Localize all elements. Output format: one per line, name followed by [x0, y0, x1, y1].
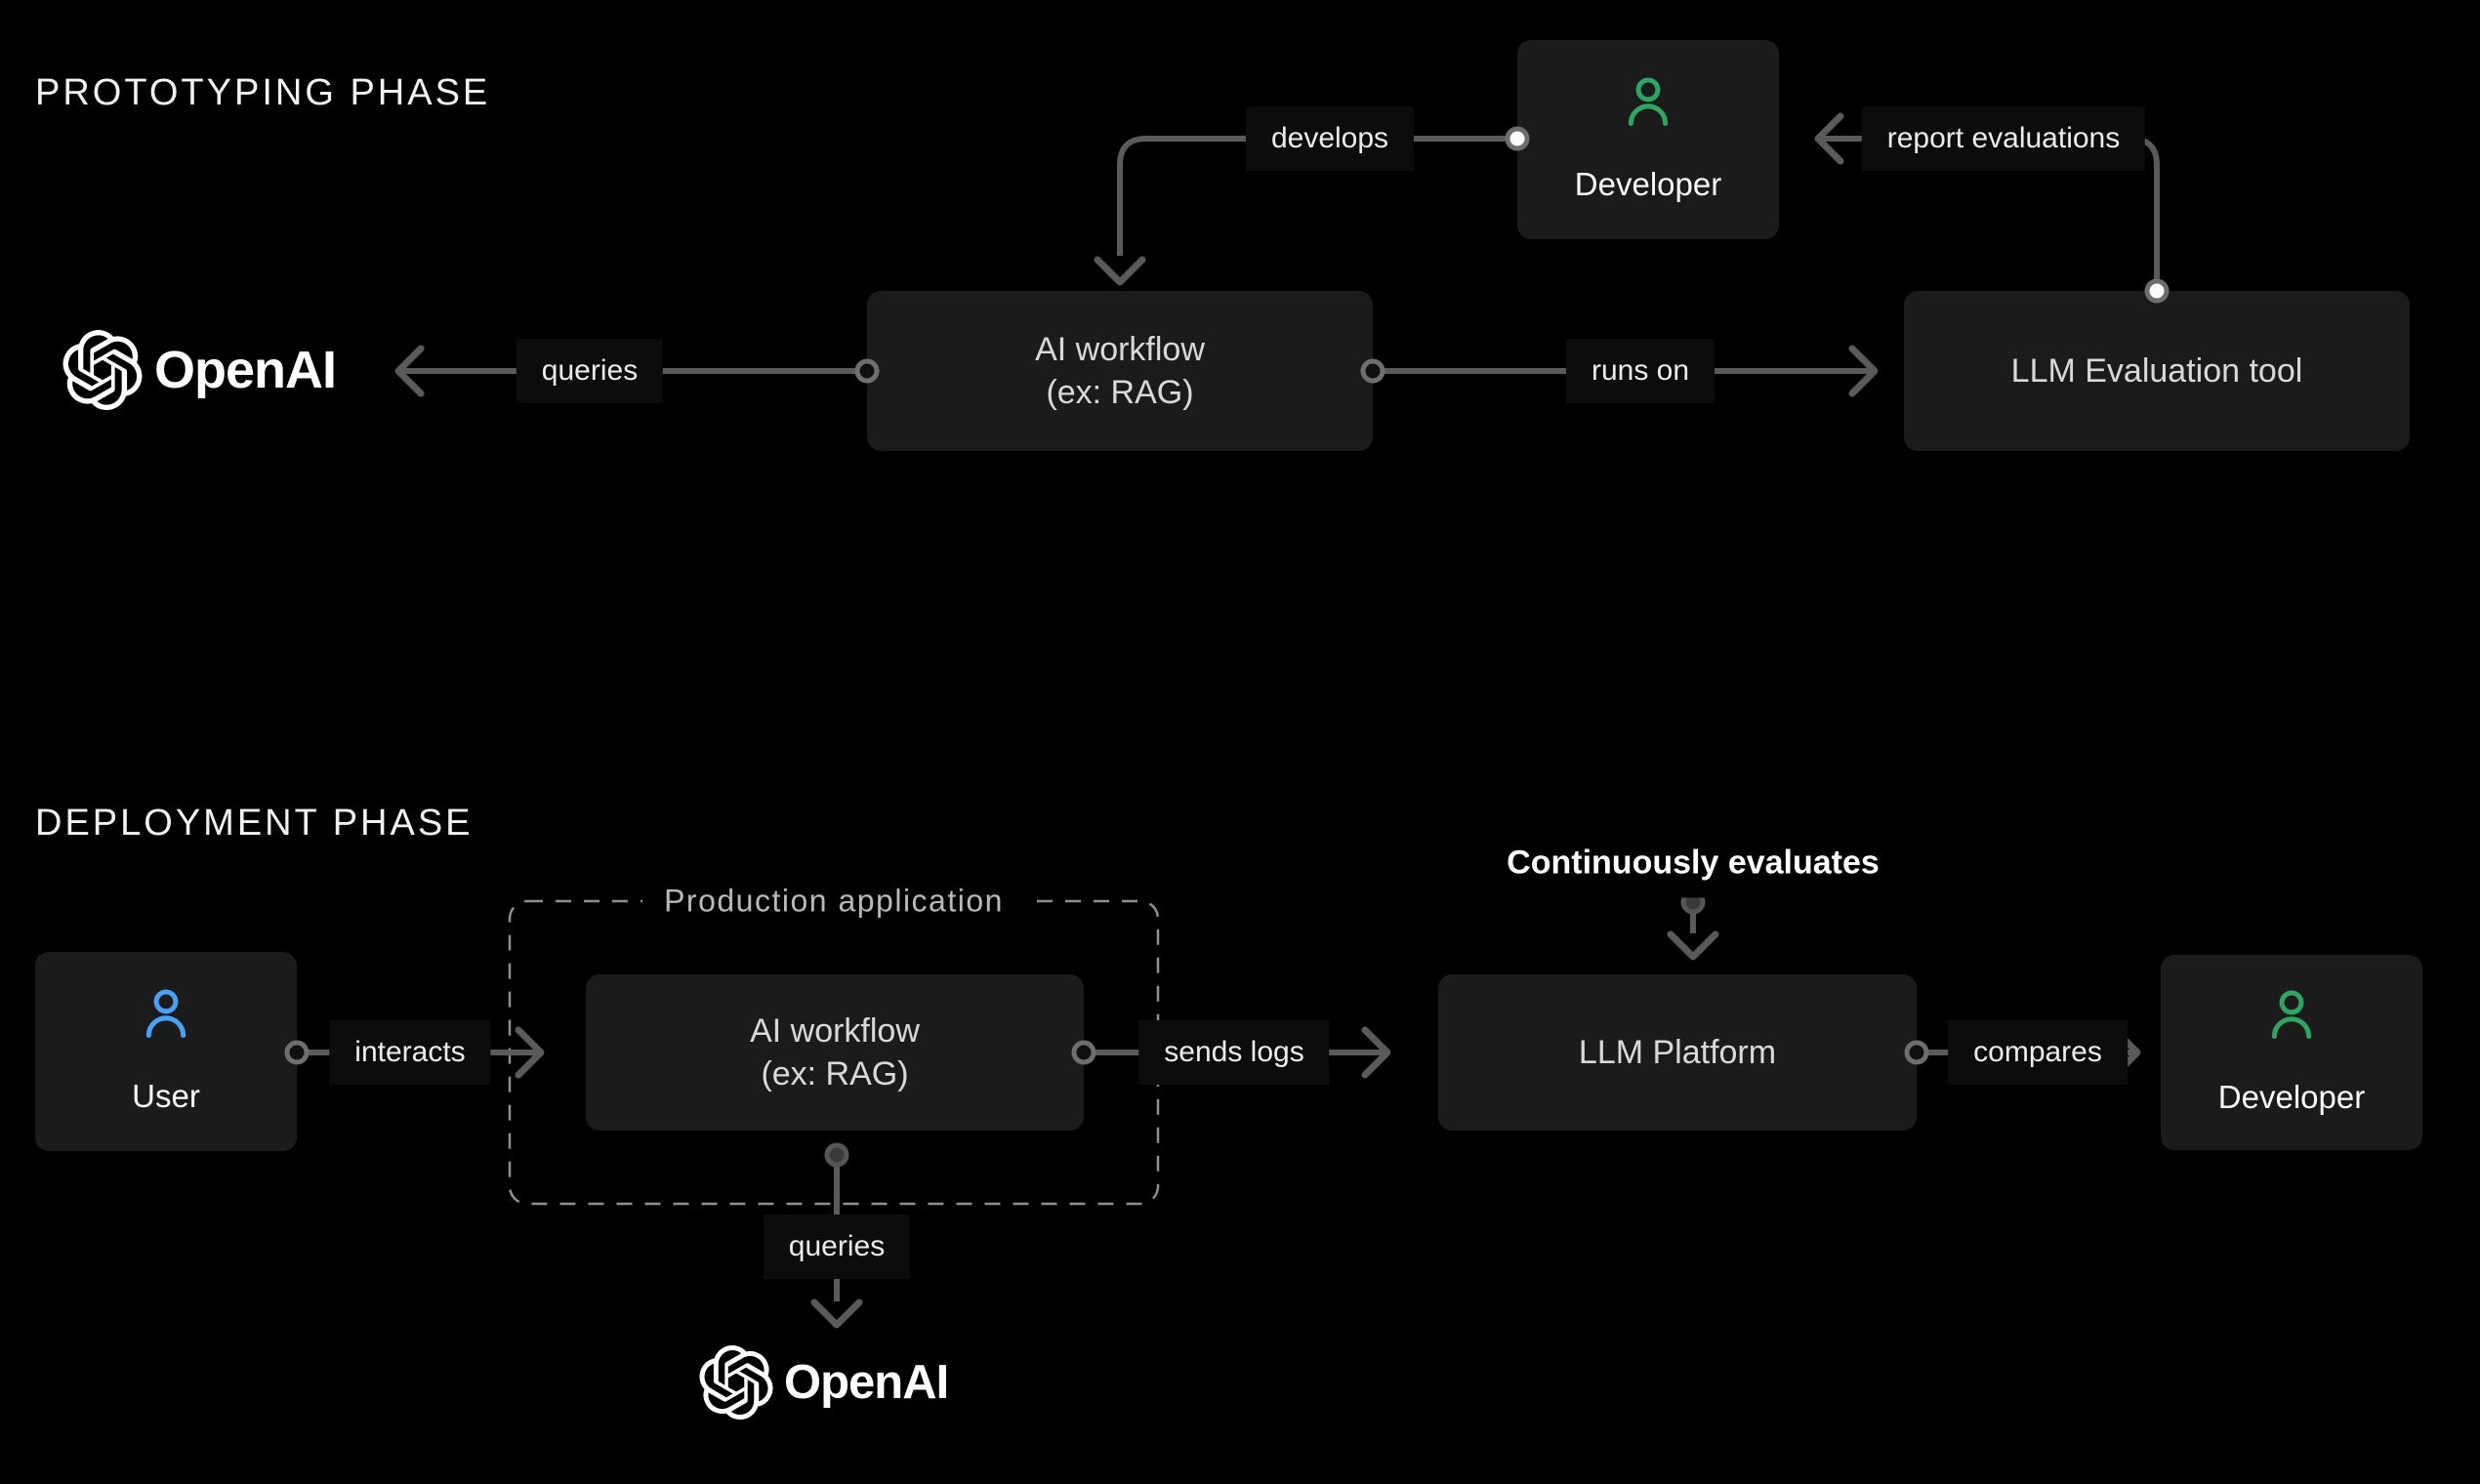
- queries-top-label: queries: [516, 339, 664, 403]
- llm-platform-label: LLM Platform: [1578, 1034, 1777, 1071]
- continuously-evaluates-label: Continuously evaluates: [1481, 828, 1905, 898]
- edge-continuously-evaluates: [1667, 889, 1719, 961]
- developer-person-icon: [1628, 77, 1669, 127]
- node-llm-evaluation-tool: LLM Evaluation tool: [1904, 291, 2410, 451]
- ai-workflow-bottom-label-line2: (ex: RAG): [761, 1055, 909, 1092]
- deployment-phase-title: DEPLOYMENT PHASE: [35, 803, 474, 844]
- develops-label: develops: [1245, 106, 1415, 171]
- openai-logo-bottom: OpenAI: [699, 1345, 949, 1420]
- report-evaluations-label: report evaluations: [1861, 106, 2146, 171]
- user-label: User: [132, 1078, 200, 1114]
- llm-evaluation-tool-label: LLM Evaluation tool: [2010, 352, 2303, 390]
- node-developer-bottom: Developer: [2161, 955, 2422, 1150]
- compares-label: compares: [1948, 1020, 2128, 1085]
- ai-workflow-bottom-label-line1: AI workflow: [750, 1012, 920, 1050]
- production-application-title: Production application: [642, 877, 1025, 926]
- node-ai-workflow-top: AI workflow (ex: RAG): [867, 291, 1373, 451]
- developer-top-label: Developer: [1574, 166, 1722, 202]
- developer-bottom-person-icon: [2271, 990, 2312, 1040]
- node-developer-top: Developer: [1517, 40, 1779, 239]
- node-llm-platform: LLM Platform: [1438, 974, 1917, 1131]
- edge-develops: [1094, 126, 1530, 286]
- interacts-label: interacts: [329, 1020, 491, 1085]
- node-user: User: [35, 952, 297, 1151]
- prototyping-phase-title: PROTOTYPING PHASE: [35, 72, 491, 113]
- openai-mark-icon-bottom: [699, 1345, 773, 1420]
- openai-wordmark-bottom: OpenAI: [784, 1356, 949, 1409]
- openai-logo-top: OpenAI: [62, 330, 337, 410]
- openai-mark-icon: [62, 330, 143, 410]
- developer-bottom-label: Developer: [2217, 1079, 2366, 1115]
- openai-wordmark: OpenAI: [154, 341, 337, 399]
- node-ai-workflow-bottom: AI workflow (ex: RAG): [586, 974, 1084, 1131]
- user-person-icon: [145, 989, 186, 1039]
- queries-bottom-label: queries: [763, 1215, 911, 1279]
- ai-workflow-label-line1: AI workflow: [1035, 331, 1205, 368]
- runs-on-label: runs on: [1565, 339, 1715, 403]
- sends-logs-label: sends logs: [1138, 1020, 1330, 1085]
- ai-workflow-label-line2: (ex: RAG): [1046, 374, 1194, 411]
